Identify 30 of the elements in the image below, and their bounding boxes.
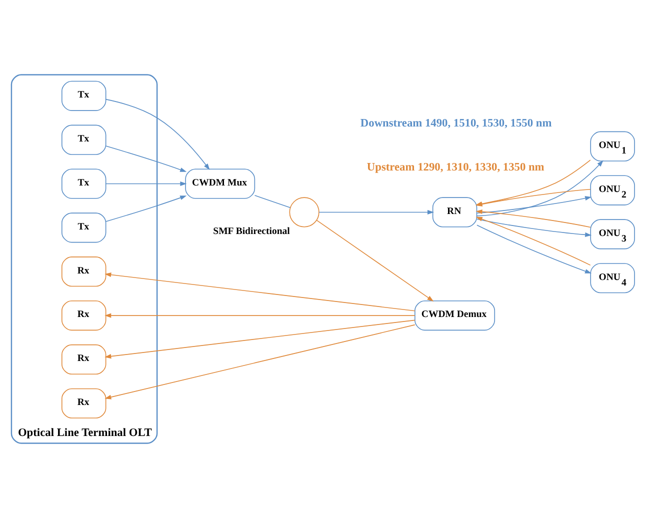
arrow	[106, 181, 187, 186]
node-box: RN	[432, 197, 478, 228]
arrow	[476, 216, 591, 266]
node-box: Rx	[61, 300, 106, 331]
node-label: SMF Bidirectional	[213, 226, 290, 237]
node-box: CWDM Mux	[185, 168, 256, 199]
arrow	[104, 313, 416, 318]
node-box: Rx	[61, 256, 106, 287]
label: Downstream 1490, 1510, 1530, 1550 nm	[360, 118, 552, 130]
arrow	[104, 320, 416, 359]
arrow	[106, 146, 187, 172]
node-box: Tx	[61, 168, 106, 199]
arrow	[316, 220, 434, 302]
arrow	[105, 98, 210, 170]
arrow	[104, 324, 416, 400]
node-circle	[289, 197, 320, 228]
node-box: Rx	[61, 344, 106, 374]
arrow	[476, 224, 592, 274]
arrow	[104, 272, 416, 312]
connector	[254, 195, 291, 208]
node-box: Tx	[61, 80, 106, 111]
arrow	[318, 210, 434, 214]
arrow	[476, 209, 591, 228]
label: Upstream 1290, 1310, 1330, 1350 nm	[366, 162, 544, 174]
arrow	[106, 196, 187, 222]
node-box: Tx	[61, 212, 106, 243]
node-box: Tx	[61, 124, 106, 155]
arrow	[476, 218, 592, 237]
node-box: Rx	[61, 388, 106, 418]
node-box: CWDM Demux	[414, 300, 496, 331]
